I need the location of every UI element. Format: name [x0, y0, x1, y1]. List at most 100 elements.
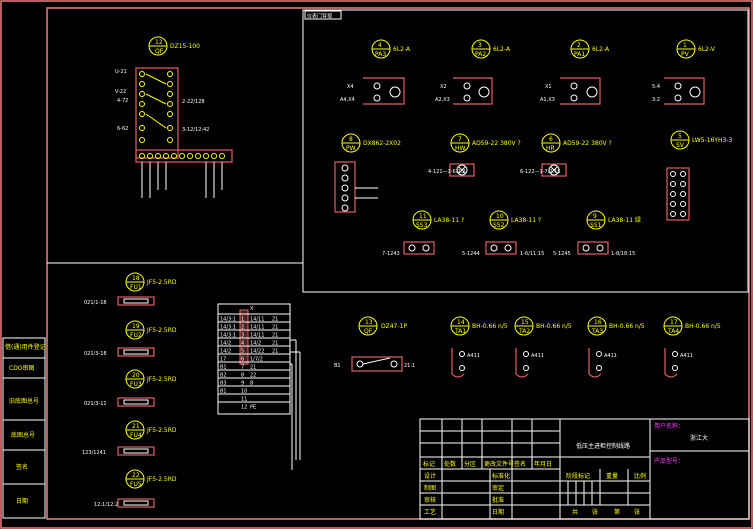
svg-text:PA2: PA2 [475, 51, 486, 58]
drawing-name: 低压主进柜控制线路 [576, 442, 630, 450]
terminal-cell: 2 [241, 325, 244, 331]
svg-text:分区: 分区 [464, 460, 476, 468]
terminal-cell: 21 [250, 365, 256, 371]
svg-text:17: 17 [670, 319, 678, 326]
svg-text:19: 19 [132, 323, 140, 330]
svg-text:3: 3 [478, 42, 482, 49]
terminal-cell: 14/11 [250, 333, 264, 339]
device-qf-12: 12 QF DZ15-100 U-21 V-22 4-72 6-62 2-22/… [115, 36, 233, 198]
svg-text:5-1245: 5-1245 [553, 251, 571, 257]
svg-text:AD59-22 380V ?: AD59-22 380V ? [472, 140, 521, 147]
svg-text:HR: HR [546, 145, 555, 152]
svg-text:FU2: FU2 [130, 332, 142, 339]
svg-text:4-72: 4-72 [117, 98, 128, 104]
terminal-cell: 8 [250, 381, 253, 387]
device-pv: 1 PV 6L2-V 5:4 3:2 [652, 39, 716, 105]
device-pa2: 3 PA2 6L2-A X2 A2,X3 [435, 39, 511, 105]
svg-text:FU5: FU5 [130, 481, 142, 488]
svg-text:8: 8 [349, 136, 353, 143]
svg-text:FU1: FU1 [130, 284, 142, 291]
terminal-cell: PE [250, 405, 256, 411]
svg-text:阶段标记: 阶段标记 [566, 472, 590, 480]
side-label-2: 旧底图总号 [9, 397, 39, 405]
device-qf-13: 13 QF DZ47-1P B1 21:1 [334, 316, 415, 372]
terminal-cell: 14/11 [250, 317, 264, 323]
ct-ta1: 14 TA1 BH-0.66 n/5 A411 [450, 316, 508, 378]
terminal-cell: 11 [241, 397, 247, 403]
svg-text:21: 21 [132, 423, 140, 430]
svg-text:第: 第 [614, 508, 620, 516]
svg-text:12: 12 [155, 39, 163, 46]
svg-text:审核: 审核 [424, 496, 436, 504]
svg-text:X: X [250, 306, 254, 312]
svg-text:A411: A411 [604, 353, 617, 359]
ct-ta3: 16 TA3 BH-0.66 n/5 A411 [587, 316, 645, 378]
device-pa1: 2 PA1 6L2-A X1 A1,X3 [540, 39, 610, 105]
terminal-cell: 3 [241, 333, 244, 339]
svg-text:14: 14 [457, 319, 465, 326]
svg-text:更改文件号: 更改文件号 [484, 460, 514, 468]
device-ss2: 10 SS2 LA38-11 ? 5-1244 1-6/11:15 [462, 210, 544, 257]
svg-text:16: 16 [594, 319, 602, 326]
terminal-cell: 14/11 [250, 325, 264, 331]
fuse-fu1: 18 FU1 JF5-2.5RD 021/1-18 [84, 272, 177, 306]
svg-text:JF5-2.5RD: JF5-2.5RD [146, 279, 177, 286]
fuse-fu4: 21 FU4 JF5-2.5RD 123/1241 [82, 420, 177, 456]
fuse-fu2: 19 FU2 JF5-2.5RD 021/3-18 [84, 320, 177, 357]
svg-text:BH-0.66 n/5: BH-0.66 n/5 [472, 323, 508, 330]
svg-text:X4: X4 [347, 84, 354, 90]
side-label-0: 借(通)用件登记 [5, 343, 46, 351]
terminal-cell: 14/2 [220, 349, 231, 355]
svg-text:7-1243: 7-1243 [382, 251, 400, 257]
svg-text:LA38-11 ?: LA38-11 ? [434, 217, 464, 224]
svg-text:标准化: 标准化 [492, 472, 510, 480]
terminal-cell: 9 [241, 381, 244, 387]
panel-door-region [302, 9, 749, 293]
svg-text:123/1241: 123/1241 [82, 450, 106, 456]
svg-text:2-22/128: 2-22/128 [182, 99, 205, 105]
terminal-cell: 6 [241, 357, 244, 363]
terminal-cell: 21 [272, 317, 278, 323]
terminal-cell: 14/3:1 [220, 317, 236, 323]
svg-text:标记: 标记 [423, 460, 435, 468]
svg-text:U-21: U-21 [115, 69, 127, 75]
svg-text:PW: PW [346, 145, 356, 152]
svg-text:处数: 处数 [444, 460, 456, 468]
terminal-cell: 10 [241, 389, 247, 395]
svg-text:DZ15-100: DZ15-100 [170, 43, 200, 50]
terminal-cell: 1/7/2 [250, 357, 263, 363]
fuse-fu5: 22 FU5 JF5-2.5RD 12:1/12:2 [94, 469, 177, 508]
terminal-block-x: X [217, 303, 291, 415]
svg-text:DZ47-1P: DZ47-1P [381, 323, 407, 330]
svg-text:021/1-18: 021/1-18 [84, 300, 107, 306]
svg-text:7: 7 [458, 136, 462, 143]
svg-text:13: 13 [365, 319, 373, 326]
svg-text:6L2-A: 6L2-A [493, 46, 511, 53]
svg-text:4-121—1-6/2:2: 4-121—1-6/2:2 [428, 169, 465, 175]
svg-text:TA1: TA1 [454, 328, 466, 335]
svg-text:PA3: PA3 [375, 51, 386, 58]
svg-text:TA3: TA3 [591, 328, 603, 335]
svg-text:BH-0.66 n/5: BH-0.66 n/5 [609, 323, 645, 330]
svg-text:SV: SV [676, 142, 685, 149]
side-label-4: 签名 [16, 463, 28, 471]
terminal-cell: 5 [241, 349, 244, 355]
customer-value: 浙江大 [690, 434, 708, 442]
svg-text:18: 18 [132, 275, 140, 282]
panel-label: 仪表门背视 [307, 13, 332, 20]
svg-text:5-1244: 5-1244 [462, 251, 480, 257]
svg-text:X1: X1 [545, 84, 552, 90]
svg-text:A4,X4: A4,X4 [340, 97, 355, 103]
svg-text:X2: X2 [440, 84, 447, 90]
device-hw: 7 HW AD59-22 380V ? 4-121—1-6/2:2 [428, 133, 521, 177]
product-label: 产品型号： [654, 457, 684, 465]
svg-text:11: 11 [419, 213, 427, 220]
svg-text:SS1: SS1 [590, 222, 602, 229]
svg-text:9: 9 [593, 213, 597, 220]
device-hr: 6 HR AD59-22 380V ? 6-122—1-7/2:15 [520, 133, 612, 177]
svg-text:3:2: 3:2 [652, 97, 660, 103]
svg-text:JF5-2.5RD: JF5-2.5RD [146, 476, 177, 483]
svg-text:1-8/18:15: 1-8/18:15 [611, 251, 635, 257]
terminal-cell: B1 [220, 365, 227, 371]
